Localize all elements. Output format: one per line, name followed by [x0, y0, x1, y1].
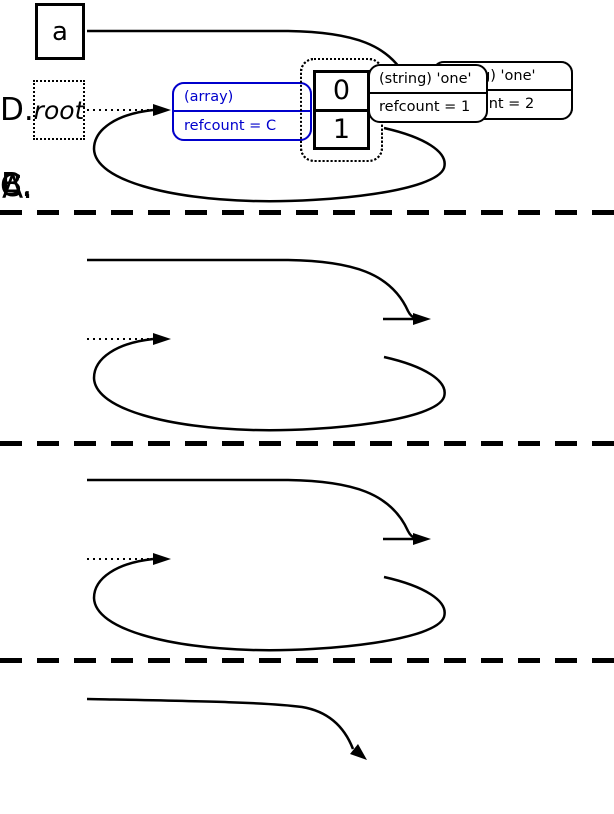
panel-d-connectors: [86, 697, 367, 760]
arrowhead-string: [413, 533, 431, 545]
panel-label: D.: [0, 92, 34, 128]
arrowhead-array: [153, 553, 171, 565]
string-box: (string) 'one' refcount = 1: [368, 64, 488, 123]
array-cells-box: 0 1: [313, 70, 370, 150]
panel-c-connectors: [87, 478, 446, 652]
cell1-self-loop: [92, 557, 446, 652]
arrowhead-array: [153, 333, 171, 345]
a-to-string-curve: [86, 697, 355, 750]
array-cell-1: 1: [332, 113, 351, 145]
panel-label: A.: [2, 170, 33, 206]
arrowhead-string: [413, 313, 431, 325]
string-refcount-label: refcount = 1: [379, 99, 471, 115]
panel-label: C.: [0, 168, 32, 204]
a-to-string-curve: [87, 478, 416, 540]
arrowhead-array: [153, 104, 171, 116]
root-label: root: [33, 95, 85, 125]
array-box: (array) refcount = C: [172, 82, 312, 141]
a-to-string-curve: [87, 258, 416, 320]
array-cell-0: 0: [316, 73, 367, 112]
string-type-label: (string) 'one': [370, 66, 486, 94]
array-type-label: (array): [174, 84, 310, 112]
cell1-self-loop: [92, 337, 446, 432]
root-box: root: [33, 80, 85, 140]
section-dividers: [0, 210, 614, 663]
panel-label: B.: [1, 167, 33, 203]
variable-box: a: [35, 3, 85, 60]
cell1-self-loop: [92, 108, 446, 203]
variable-label: a: [52, 16, 68, 47]
arrowhead-string: [350, 744, 367, 760]
panel-b-connectors: [87, 258, 446, 432]
array-refcount-label: refcount = C: [184, 117, 277, 134]
